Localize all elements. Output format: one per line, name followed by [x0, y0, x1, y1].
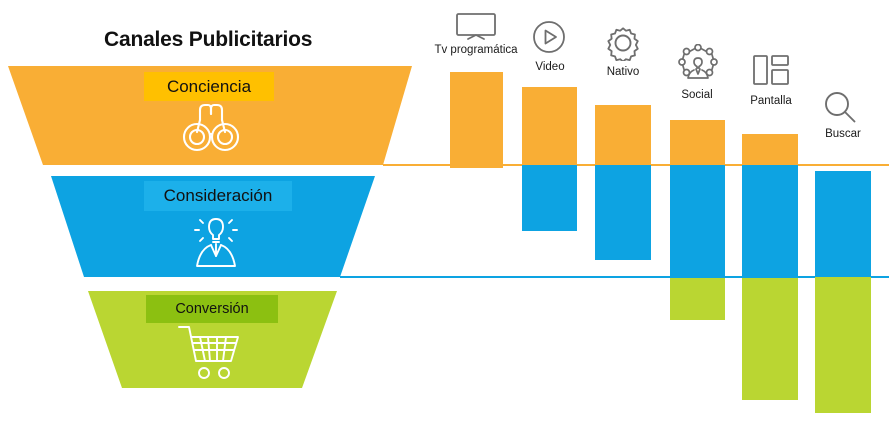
stage-label-consideracion: Consideración	[144, 181, 292, 211]
bar-segment-consideration	[522, 165, 577, 231]
bar-label-buscar: Buscar	[825, 128, 861, 140]
gear-icon	[607, 27, 639, 61]
display-layout-icon	[753, 55, 789, 85]
bar-segment-consideration	[815, 171, 871, 277]
bar-label-social: Social	[681, 89, 713, 101]
funnel-stage-consideracion[interactable]: Consideración	[40, 174, 385, 279]
bar-column-nativo[interactable]	[595, 105, 651, 260]
bar-column-buscar[interactable]	[815, 171, 871, 413]
bar-column-tv-programatica[interactable]	[450, 72, 503, 168]
consideration-baseline	[340, 276, 889, 278]
bar-segment-consideration	[595, 165, 651, 260]
bar-label-tv-programatica: Tv programática	[434, 44, 518, 56]
bar-segment-awareness	[522, 87, 577, 165]
bar-column-pantalla[interactable]	[742, 134, 798, 400]
bar-segment-conversion	[670, 278, 725, 320]
bar-segment-awareness	[450, 72, 503, 168]
tv-icon	[456, 13, 496, 40]
funnel-stage-conciencia[interactable]: Conciencia	[0, 64, 420, 167]
stage-label-conciencia: Conciencia	[144, 72, 274, 101]
bar-segment-awareness	[595, 105, 651, 165]
bar-column-video[interactable]	[522, 87, 577, 231]
bar-segment-conversion	[742, 278, 798, 400]
bar-segment-awareness	[742, 134, 798, 165]
bar-segment-awareness	[670, 120, 725, 165]
bar-column-social[interactable]	[670, 120, 725, 320]
social-network-icon	[678, 44, 718, 79]
bar-label-video: Video	[535, 61, 565, 73]
bar-label-nativo: Nativo	[606, 66, 640, 78]
stage-label-conversion: Conversión	[146, 295, 278, 323]
bar-segment-consideration	[742, 165, 798, 278]
bar-segment-consideration	[670, 165, 725, 278]
bar-segment-conversion	[815, 277, 871, 413]
page-title: Canales Publicitarios	[104, 28, 313, 51]
bar-label-pantalla: Pantalla	[750, 95, 792, 107]
video-play-icon	[533, 21, 565, 53]
funnel-stage-conversion[interactable]: Conversión	[80, 289, 345, 390]
search-icon	[825, 92, 856, 123]
